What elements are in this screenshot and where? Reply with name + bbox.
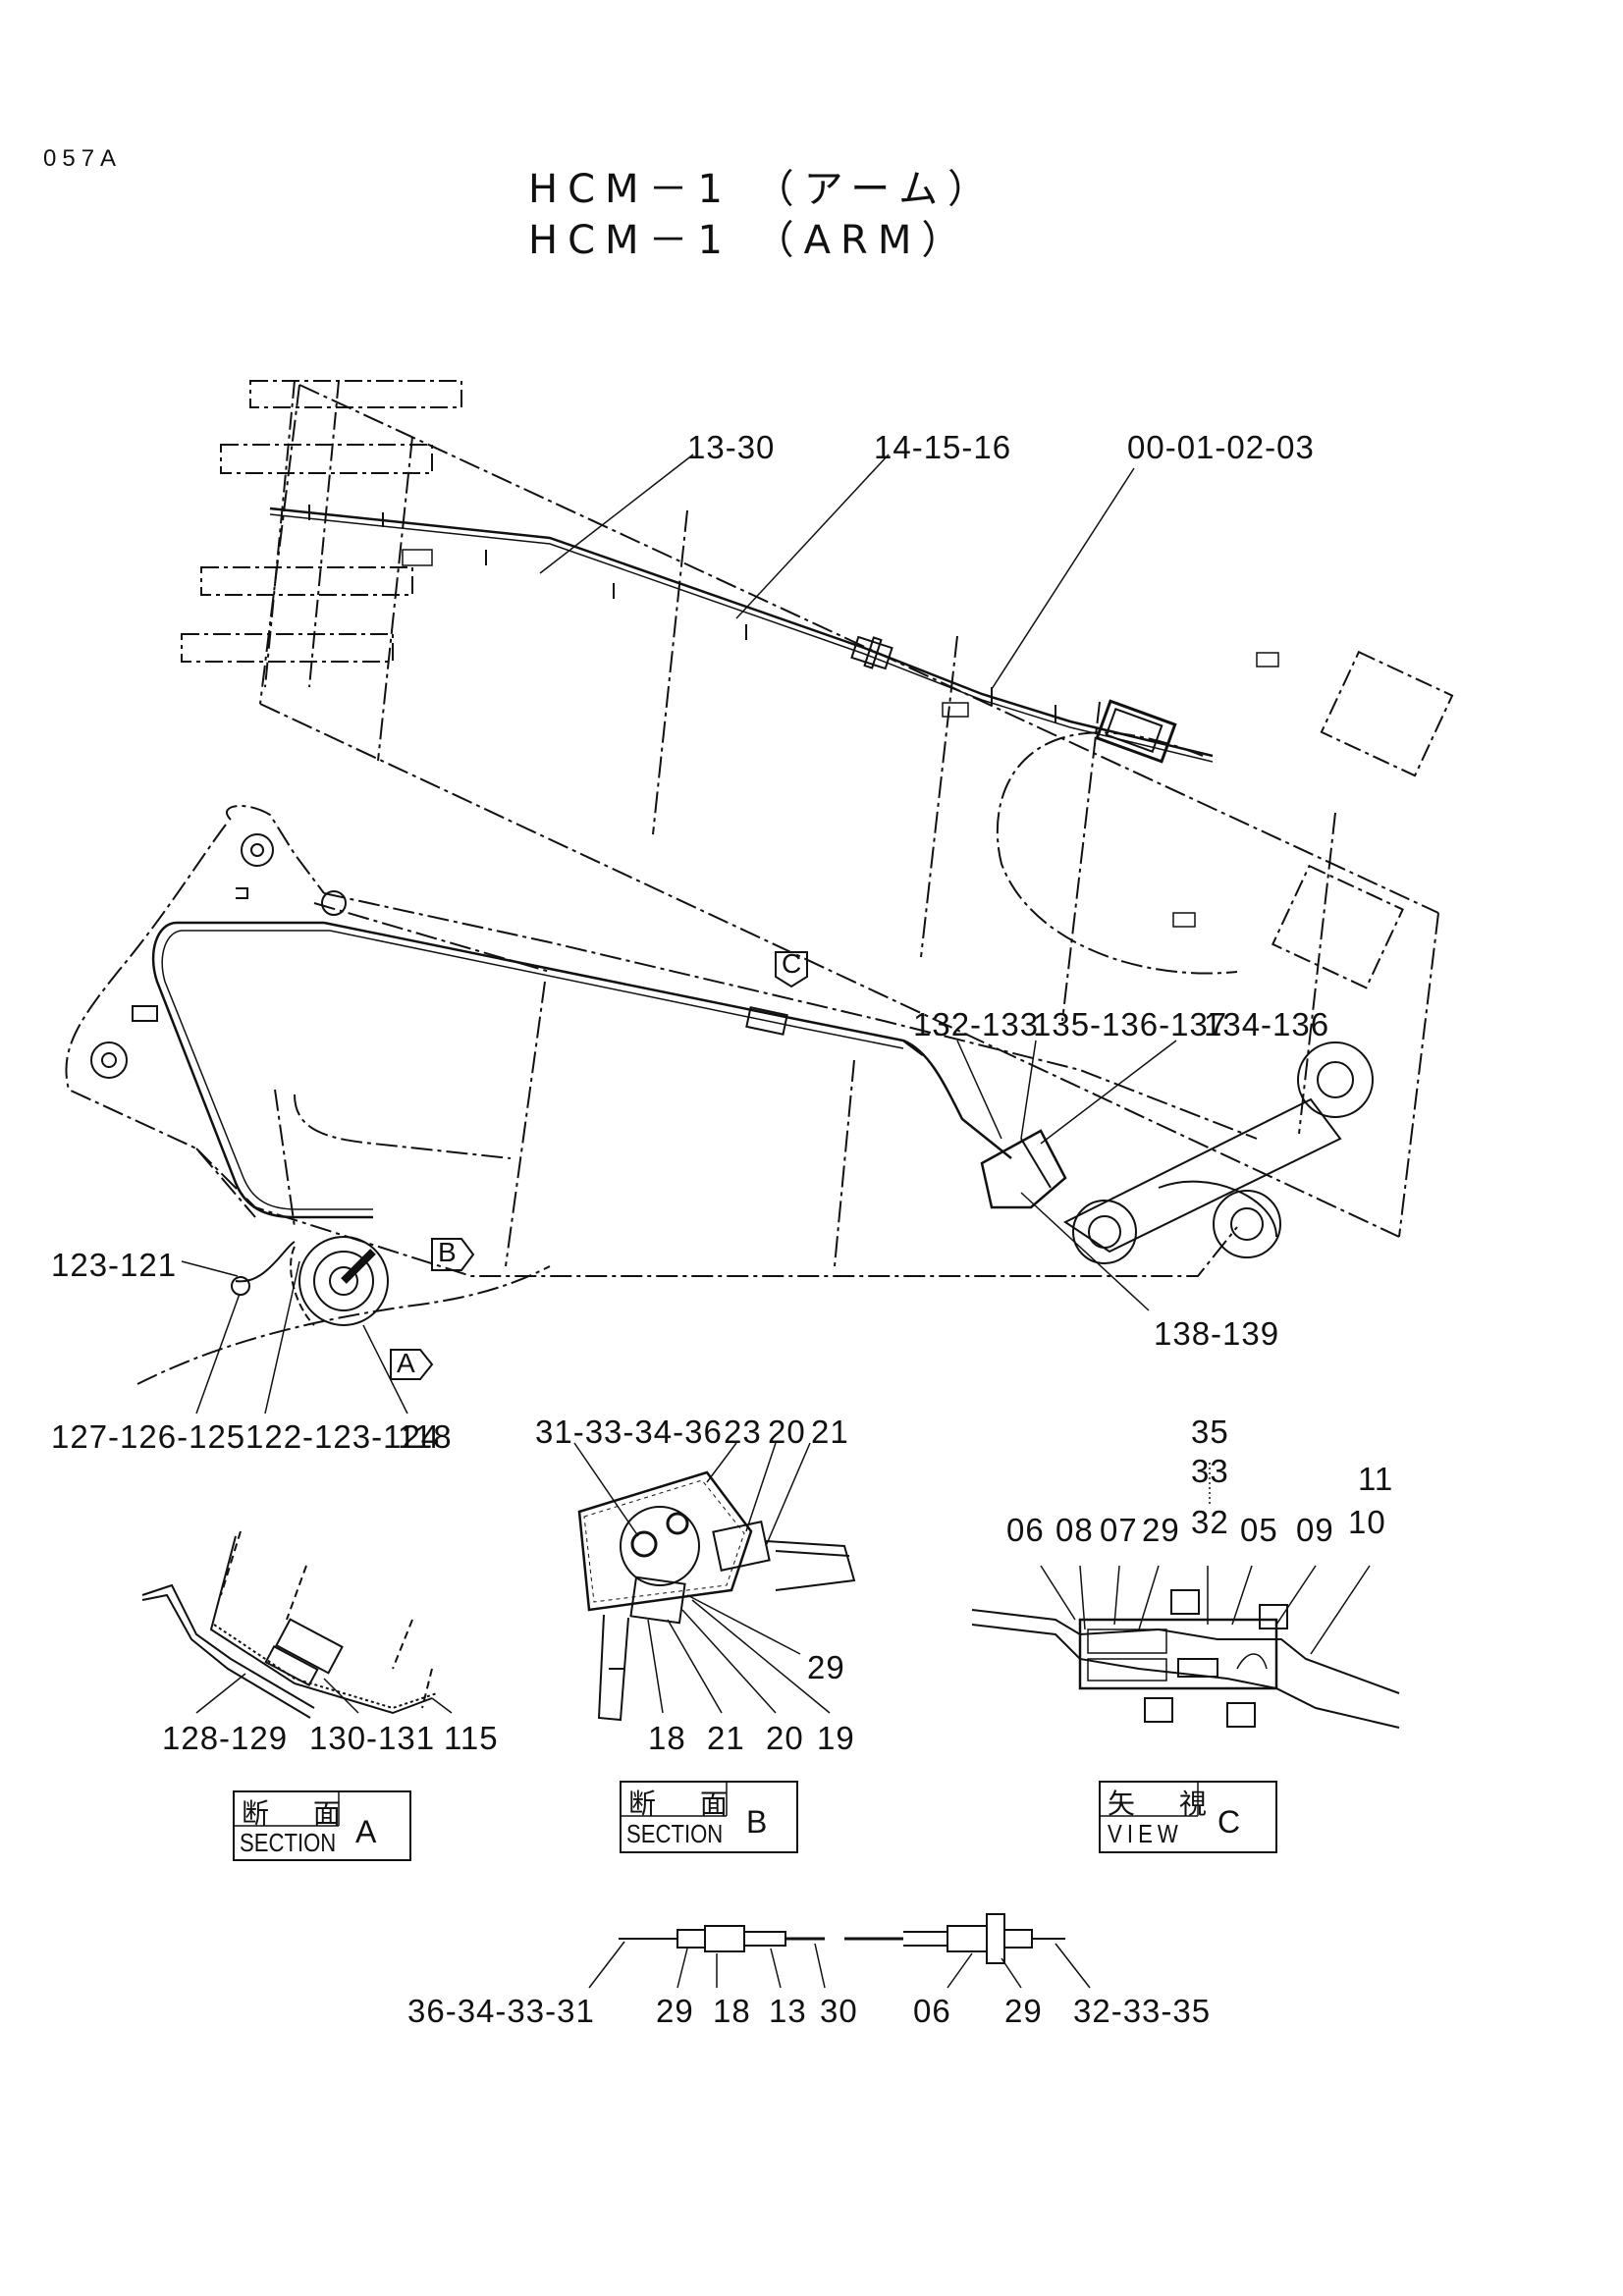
page-number: 057A: [43, 145, 123, 172]
callout-32-33-35: 32-33-35: [1073, 1993, 1212, 2029]
callout-b-19: 19: [817, 1720, 855, 1756]
section-b-en: SECTION: [626, 1819, 724, 1848]
callout-b-20-bottom: 20: [766, 1720, 804, 1756]
callout-138-139: 138-139: [1154, 1315, 1280, 1352]
callout-14-15-16: 14-15-16: [874, 429, 1012, 465]
marker-a: A: [397, 1348, 415, 1378]
arm-top-view: [182, 381, 1452, 1237]
section-a-jp: 断 面: [242, 1797, 358, 1830]
callout-13-30: 13-30: [687, 429, 776, 465]
callout-v-11: 11: [1358, 1461, 1394, 1497]
marker-c: C: [782, 948, 802, 979]
callout-k-29a: 29: [656, 1993, 694, 2029]
callout-v-35: 35: [1191, 1414, 1229, 1450]
callout-134-136: 134-136: [1204, 1006, 1330, 1042]
arm-side-view: [66, 806, 1373, 1414]
callout-00-01-02-03: 00-01-02-03: [1127, 429, 1315, 465]
callout-k-29b: 29: [1004, 1993, 1043, 2029]
callout-k-18: 18: [713, 1993, 751, 2029]
callout-36-34-33-31: 36-34-33-31: [407, 1993, 595, 2029]
section-a-en: SECTION: [240, 1828, 337, 1857]
view-c-en: VIEW: [1108, 1819, 1183, 1848]
callout-v-10: 10: [1348, 1504, 1386, 1540]
callout-31-33-34-36: 31-33-34-36: [535, 1414, 723, 1450]
callout-135-136-137: 135-136-137: [1033, 1006, 1228, 1042]
marker-b: B: [438, 1237, 457, 1267]
callout-b-18: 18: [648, 1720, 686, 1756]
callout-118: 118: [398, 1418, 453, 1455]
section-b-detail: [574, 1443, 854, 1852]
callout-v-05: 05: [1240, 1512, 1278, 1548]
callout-123-121: 123-121: [51, 1247, 178, 1283]
callout-b-21-top: 21: [811, 1414, 849, 1450]
callout-130-131: 130-131: [309, 1720, 436, 1756]
callout-v-33: 33: [1191, 1453, 1229, 1489]
callout-128-129: 128-129: [162, 1720, 289, 1756]
view-c-letter: C: [1217, 1804, 1241, 1840]
callout-122-123-124: 122-123-124: [245, 1418, 441, 1455]
section-a-letter: A: [355, 1814, 377, 1849]
callout-v-06: 06: [1006, 1512, 1045, 1548]
section-b-jp: 断 面: [628, 1788, 745, 1820]
callout-b-21-bottom: 21: [707, 1720, 745, 1756]
callout-115: 115: [444, 1720, 499, 1756]
callout-b-20-top: 20: [768, 1414, 806, 1450]
callout-v-08: 08: [1055, 1512, 1094, 1548]
cable-assembly: [589, 1914, 1090, 1988]
section-a-detail: [142, 1531, 452, 1860]
callout-v-07: 07: [1100, 1512, 1138, 1548]
view-c-detail: [972, 1463, 1399, 1852]
callout-b-23: 23: [724, 1414, 762, 1450]
callout-k-06: 06: [913, 1993, 951, 2029]
callout-v-29: 29: [1142, 1512, 1180, 1548]
section-b-letter: B: [746, 1804, 768, 1840]
callout-k-30: 30: [820, 1993, 858, 2029]
view-c-jp: 矢 視: [1108, 1788, 1224, 1820]
callout-132-133: 132-133: [913, 1006, 1040, 1042]
title-japanese: HCM－1 （アーム）: [528, 167, 998, 212]
callout-v-09: 09: [1296, 1512, 1334, 1548]
callout-k-13: 13: [769, 1993, 807, 2029]
title-english: HCM－1 （ARM）: [528, 218, 971, 263]
callout-b-29: 29: [807, 1649, 845, 1685]
callout-v-32: 32: [1191, 1504, 1229, 1540]
callout-127-126-125: 127-126-125: [51, 1418, 246, 1455]
